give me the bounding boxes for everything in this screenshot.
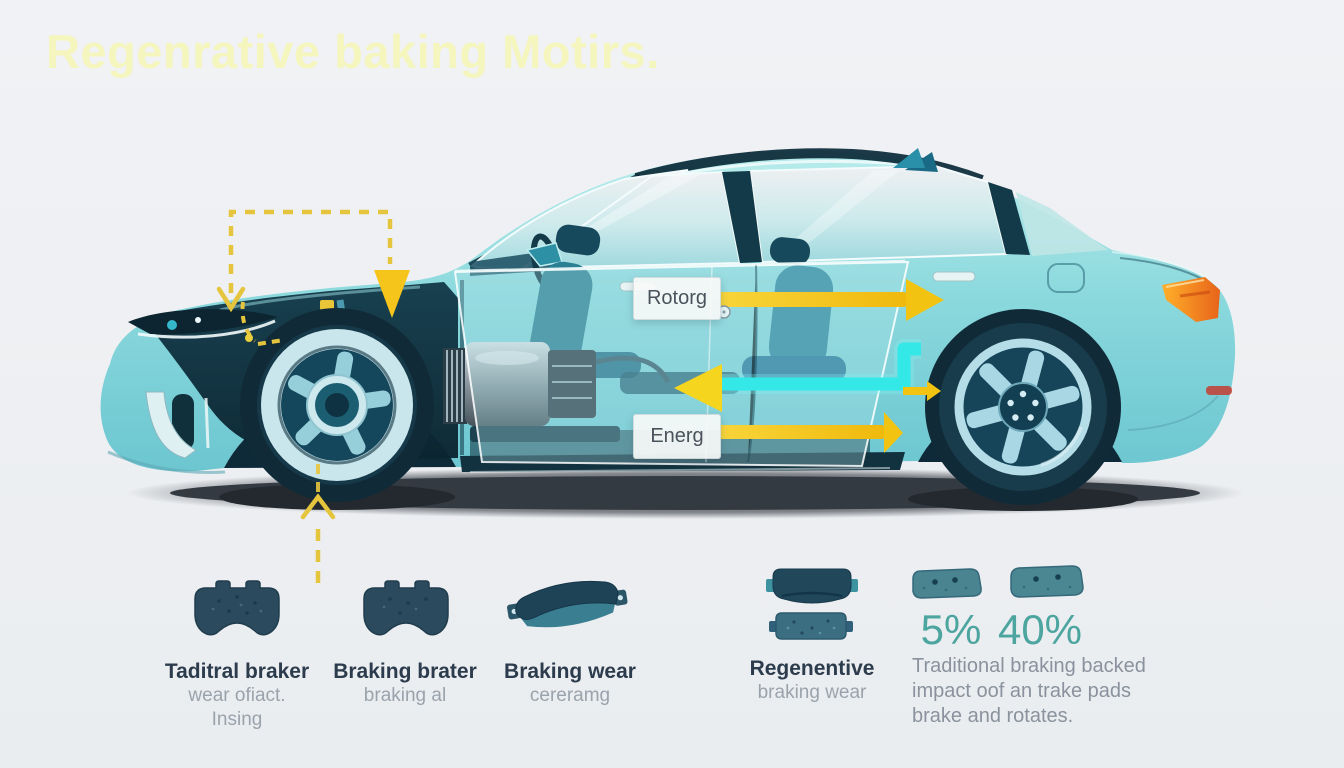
- arrow-right-icon: [884, 412, 903, 453]
- tail-light: [1162, 277, 1232, 395]
- rear-seat: [768, 265, 834, 371]
- beltline-trim: [454, 259, 906, 273]
- legend-title: Braking brater: [333, 660, 477, 683]
- brake-pad-comparison-small: [912, 568, 982, 599]
- rear-reflector: [1206, 386, 1232, 395]
- legend-item-braking: Braking brater braking al: [295, 660, 515, 707]
- comparison-caption: Traditional braking backed impact oof an…: [912, 654, 1172, 729]
- legend-subtitle: cereramg: [529, 685, 611, 706]
- rear-headrest: [769, 237, 811, 265]
- legend-subtitle: Insing: [211, 709, 263, 730]
- caption-line: Traditional braking backed: [912, 655, 1146, 677]
- arrow-up-icon: [300, 493, 336, 520]
- arrow-down-icon: [216, 286, 246, 313]
- cyan-return-path: [722, 342, 921, 391]
- legend-item-traditional: Taditral braker wear ofiact. Insing: [127, 660, 347, 731]
- front-wheel: [240, 308, 434, 502]
- brake-pad-regenerative: [766, 568, 858, 640]
- legend-subtitle: wear ofiact.: [188, 685, 286, 706]
- caption-line: brake and rotates.: [912, 705, 1074, 727]
- legend-item-regenerative: Regenentive braking wear: [702, 657, 922, 704]
- arrow-right-icon: [906, 279, 944, 321]
- rotor-arrow-shaft: [720, 292, 906, 307]
- rotor-label: Rotorg: [633, 277, 721, 320]
- flow-arrows: [216, 209, 944, 583]
- fuel-door: [1047, 263, 1085, 293]
- battery-tray: [470, 426, 620, 442]
- rocker-panel: [460, 452, 905, 472]
- rear-door-handle: [932, 271, 976, 282]
- brake-pads-legend: [194, 565, 1084, 640]
- electric-motor: [443, 342, 671, 442]
- brake-pad-comparison-large: [1010, 565, 1084, 598]
- front-headrest: [555, 224, 601, 256]
- caption-line: impact oof an trake pads: [912, 680, 1132, 702]
- legend-title: Braking wear: [504, 660, 636, 683]
- c-pillar: [988, 182, 1030, 255]
- stat-large: 40%: [997, 606, 1083, 653]
- legend-subtitle: braking al: [363, 685, 447, 706]
- dashed-loop: [228, 209, 393, 293]
- brake-caliper-marker: [320, 300, 334, 310]
- stat-small: 5%: [920, 606, 982, 653]
- legend-subtitle: braking wear: [757, 682, 867, 703]
- energy-arrow-shaft: [720, 425, 884, 439]
- antenna-fin: [893, 148, 938, 172]
- legend-title: Taditral braker: [164, 660, 310, 683]
- arrow-right-icon: [927, 381, 941, 401]
- b-pillar: [722, 171, 762, 263]
- arrow-down-icon: [374, 270, 410, 318]
- brake-pad-wear: [507, 580, 628, 628]
- brake-pad-braking: [363, 580, 449, 636]
- page-title: Regenrative baking Motirs.: [46, 25, 660, 78]
- brake-pad-traditional: [194, 580, 280, 636]
- headlight: [128, 309, 278, 339]
- legend-title: Regenentive: [749, 657, 875, 680]
- rear-quarter-glass: [1016, 192, 1108, 256]
- arrow-left-icon: [674, 364, 722, 412]
- legend-item-wear: Braking wear cereramg: [460, 660, 680, 707]
- rear-wheel: [925, 309, 1121, 505]
- front-bumper: [107, 391, 226, 474]
- energy-label: Energ: [633, 414, 721, 459]
